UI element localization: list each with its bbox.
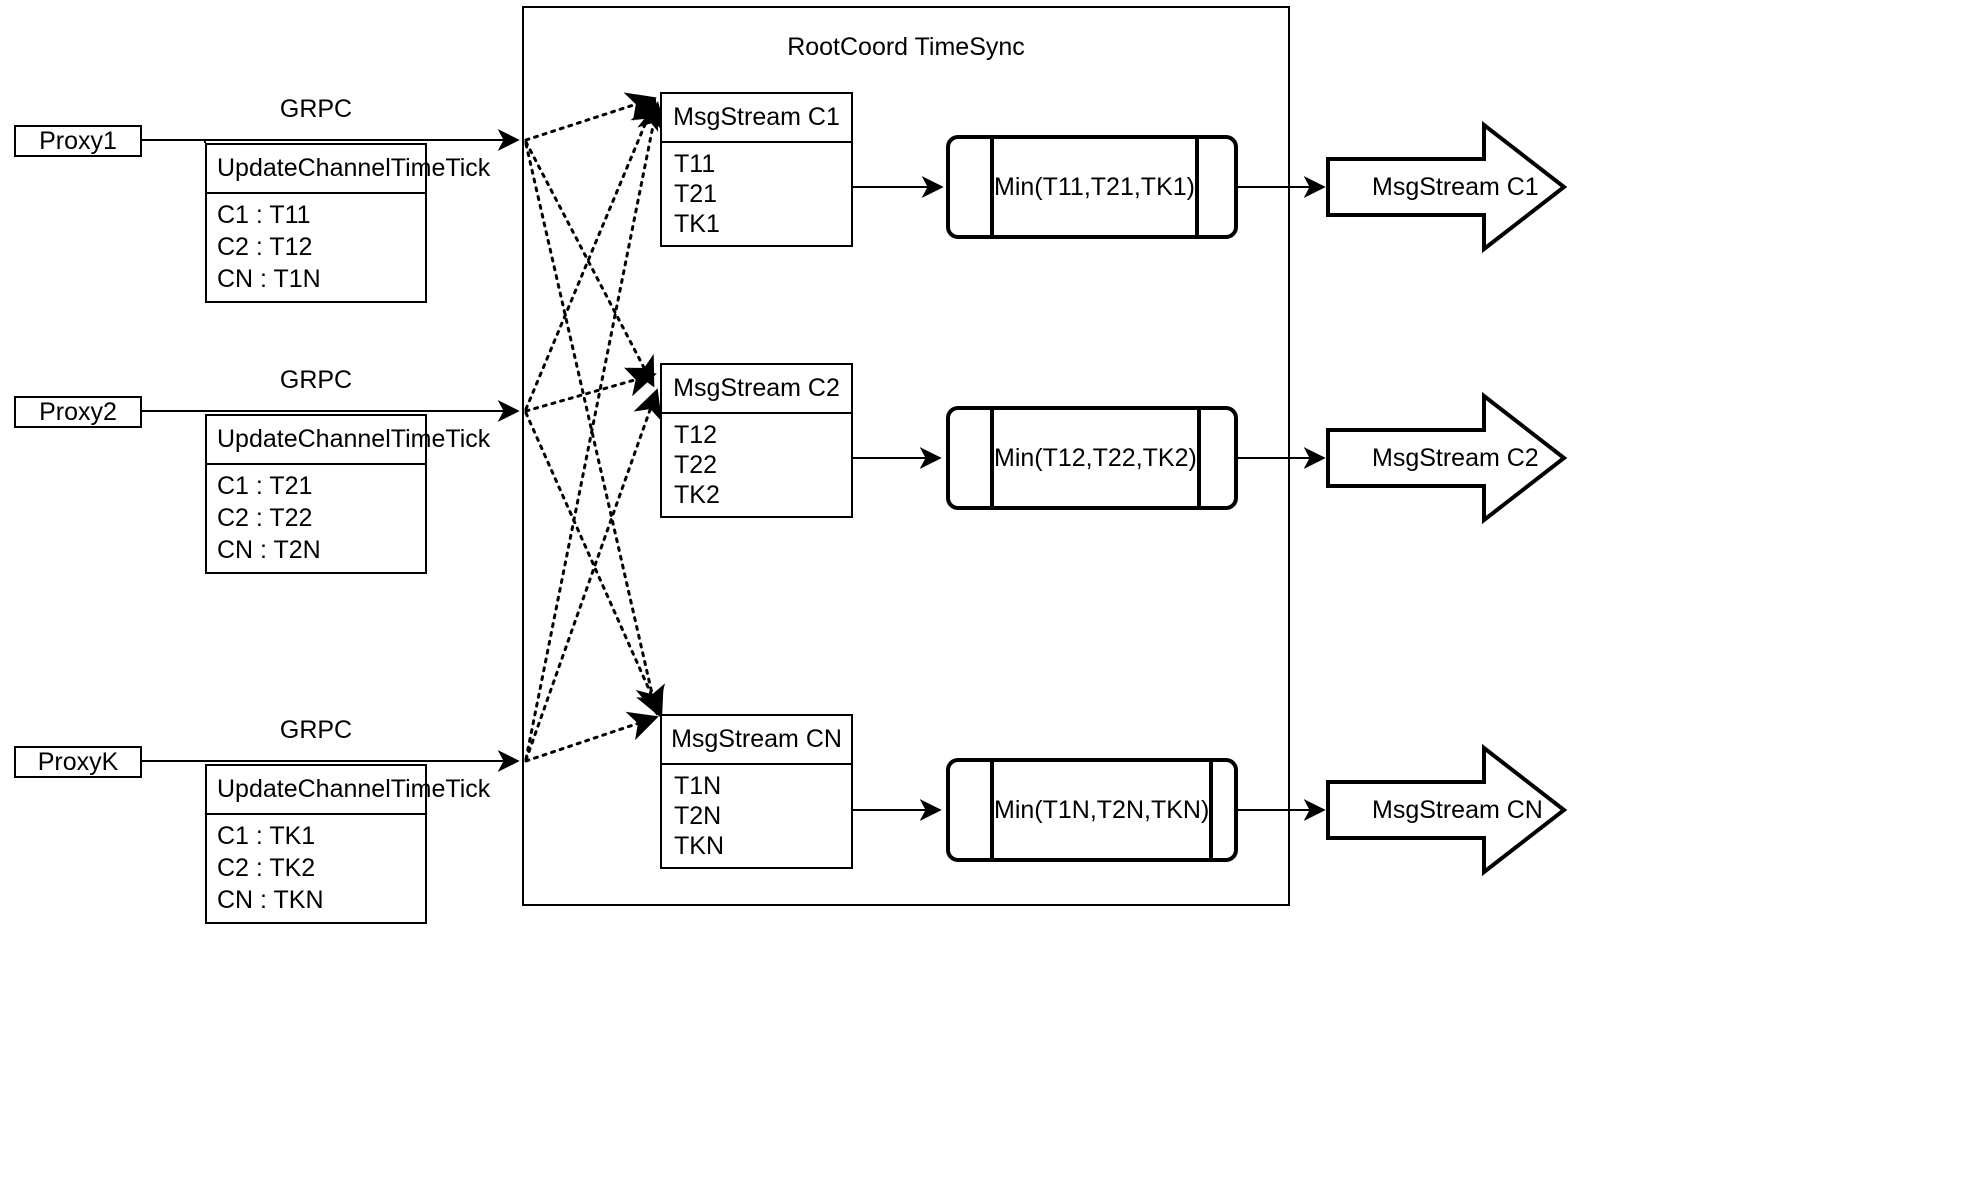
msgstream-title: MsgStream CN (662, 716, 851, 765)
msgstream-row: T11 (674, 149, 716, 178)
msgstream-row: T12 (674, 420, 718, 449)
msgstream-row: T22 (674, 450, 718, 479)
uct-row: CN : TKN (217, 885, 324, 914)
process-bar-left (950, 139, 994, 235)
uct-title: UpdateChannelTimeTick (207, 145, 490, 194)
uct-row: CN : T1N (217, 264, 321, 293)
min-process-c2: Min(T12,T22,TK2) (946, 406, 1238, 510)
process-bar-left (950, 410, 994, 506)
min-process-c1: Min(T11,T21,TK1) (946, 135, 1238, 239)
min-process-cn: Min(T1N,T2N,TKN) (946, 758, 1238, 862)
process-bar-right (1194, 139, 1239, 235)
uct-body: C1 : TK1 C2 : TK2 CN : TKN (207, 815, 425, 922)
msgstream-row: TKN (674, 831, 724, 860)
min-label: Min(T1N,T2N,TKN) (994, 795, 1210, 824)
update-channel-timetick-table-1: UpdateChannelTimeTick C1 : T11 C2 : T12 … (205, 143, 490, 303)
output-block-arrow-cn: MsgStream CN (1326, 743, 1568, 877)
grpc-label-k: GRPC (279, 716, 353, 744)
msgstream-title: MsgStream C1 (662, 94, 851, 143)
uct-row: C1 : T21 (217, 472, 313, 501)
update-channel-timetick-table-k: UpdateChannelTimeTick C1 : TK1 C2 : TK2 … (205, 764, 490, 924)
msgstream-row: T1N (674, 771, 722, 800)
msgstream-table-cn: MsgStream CN T1N T2N TKN (660, 714, 853, 869)
msgstream-title: MsgStream C2 (662, 365, 851, 414)
uct-row: C2 : T22 (217, 503, 313, 532)
block-arrow-shape (1326, 120, 1568, 254)
grpc-label-2: GRPC (279, 366, 353, 394)
wire-proxy1-to-rootcoord (142, 139, 206, 143)
output-block-arrow-c1: MsgStream C1 (1326, 120, 1568, 254)
proxy-box-1[interactable]: Proxy1 (14, 125, 142, 157)
output-block-arrow-c2: MsgStream C2 (1326, 391, 1568, 525)
uct-row: C1 : TK1 (217, 822, 316, 851)
uct-row: C2 : T12 (217, 232, 313, 261)
msgstream-body: T12 T22 TK2 (662, 414, 851, 516)
proxy-box-k[interactable]: ProxyK (14, 746, 142, 778)
msgstream-table-c2: MsgStream C2 T12 T22 TK2 (660, 363, 853, 518)
output-label: MsgStream C2 (1372, 443, 1539, 472)
uct-row: CN : T2N (217, 535, 321, 564)
msgstream-row: T2N (674, 801, 722, 830)
uct-title: UpdateChannelTimeTick (207, 766, 490, 815)
rootcoord-title: RootCoord TimeSync (787, 33, 1025, 61)
block-arrow-shape (1326, 391, 1568, 525)
output-label: MsgStream C1 (1372, 172, 1539, 201)
msgstream-body: T11 T21 TK1 (662, 143, 851, 245)
proxy-label: Proxy1 (39, 126, 117, 155)
uct-row: C2 : TK2 (217, 853, 316, 882)
process-bar-left (950, 762, 994, 858)
uct-body: C1 : T11 C2 : T12 CN : T1N (207, 194, 425, 301)
msgstream-row: T21 (674, 179, 718, 208)
proxy-box-2[interactable]: Proxy2 (14, 396, 142, 428)
msgstream-table-c1: MsgStream C1 T11 T21 TK1 (660, 92, 853, 247)
msgstream-row: TK2 (674, 480, 720, 509)
msgstream-body: T1N T2N TKN (662, 765, 851, 867)
process-bar-right (1196, 410, 1241, 506)
min-label: Min(T12,T22,TK2) (994, 443, 1197, 472)
grpc-label-1: GRPC (279, 95, 353, 123)
rootcoord-container (522, 6, 1290, 906)
uct-body: C1 : T21 C2 : T22 CN : T2N (207, 465, 425, 572)
min-label: Min(T11,T21,TK1) (994, 172, 1195, 201)
uct-row: C1 : T11 (217, 201, 311, 230)
block-arrow-shape (1326, 743, 1568, 877)
proxy-label: ProxyK (37, 747, 119, 776)
output-label: MsgStream CN (1372, 795, 1543, 824)
process-bar-right (1209, 762, 1253, 858)
msgstream-row: TK1 (674, 209, 720, 238)
uct-title: UpdateChannelTimeTick (207, 416, 490, 465)
update-channel-timetick-table-2: UpdateChannelTimeTick C1 : T21 C2 : T22 … (205, 414, 490, 574)
proxy-label: Proxy2 (39, 397, 117, 426)
